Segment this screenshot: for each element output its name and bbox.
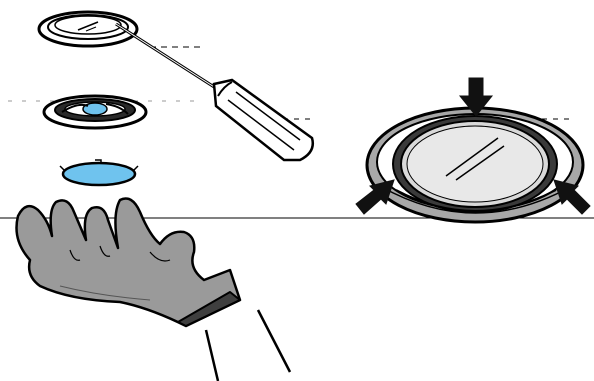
arrow-right — [554, 180, 590, 214]
screwdriver-icon — [116, 24, 313, 160]
glass-lens-icon — [60, 160, 138, 185]
lens-ring-icon — [367, 108, 583, 222]
arrow-left — [356, 180, 394, 214]
gloved-hand-icon — [17, 199, 291, 381]
lamp-socket-icon — [44, 96, 146, 128]
